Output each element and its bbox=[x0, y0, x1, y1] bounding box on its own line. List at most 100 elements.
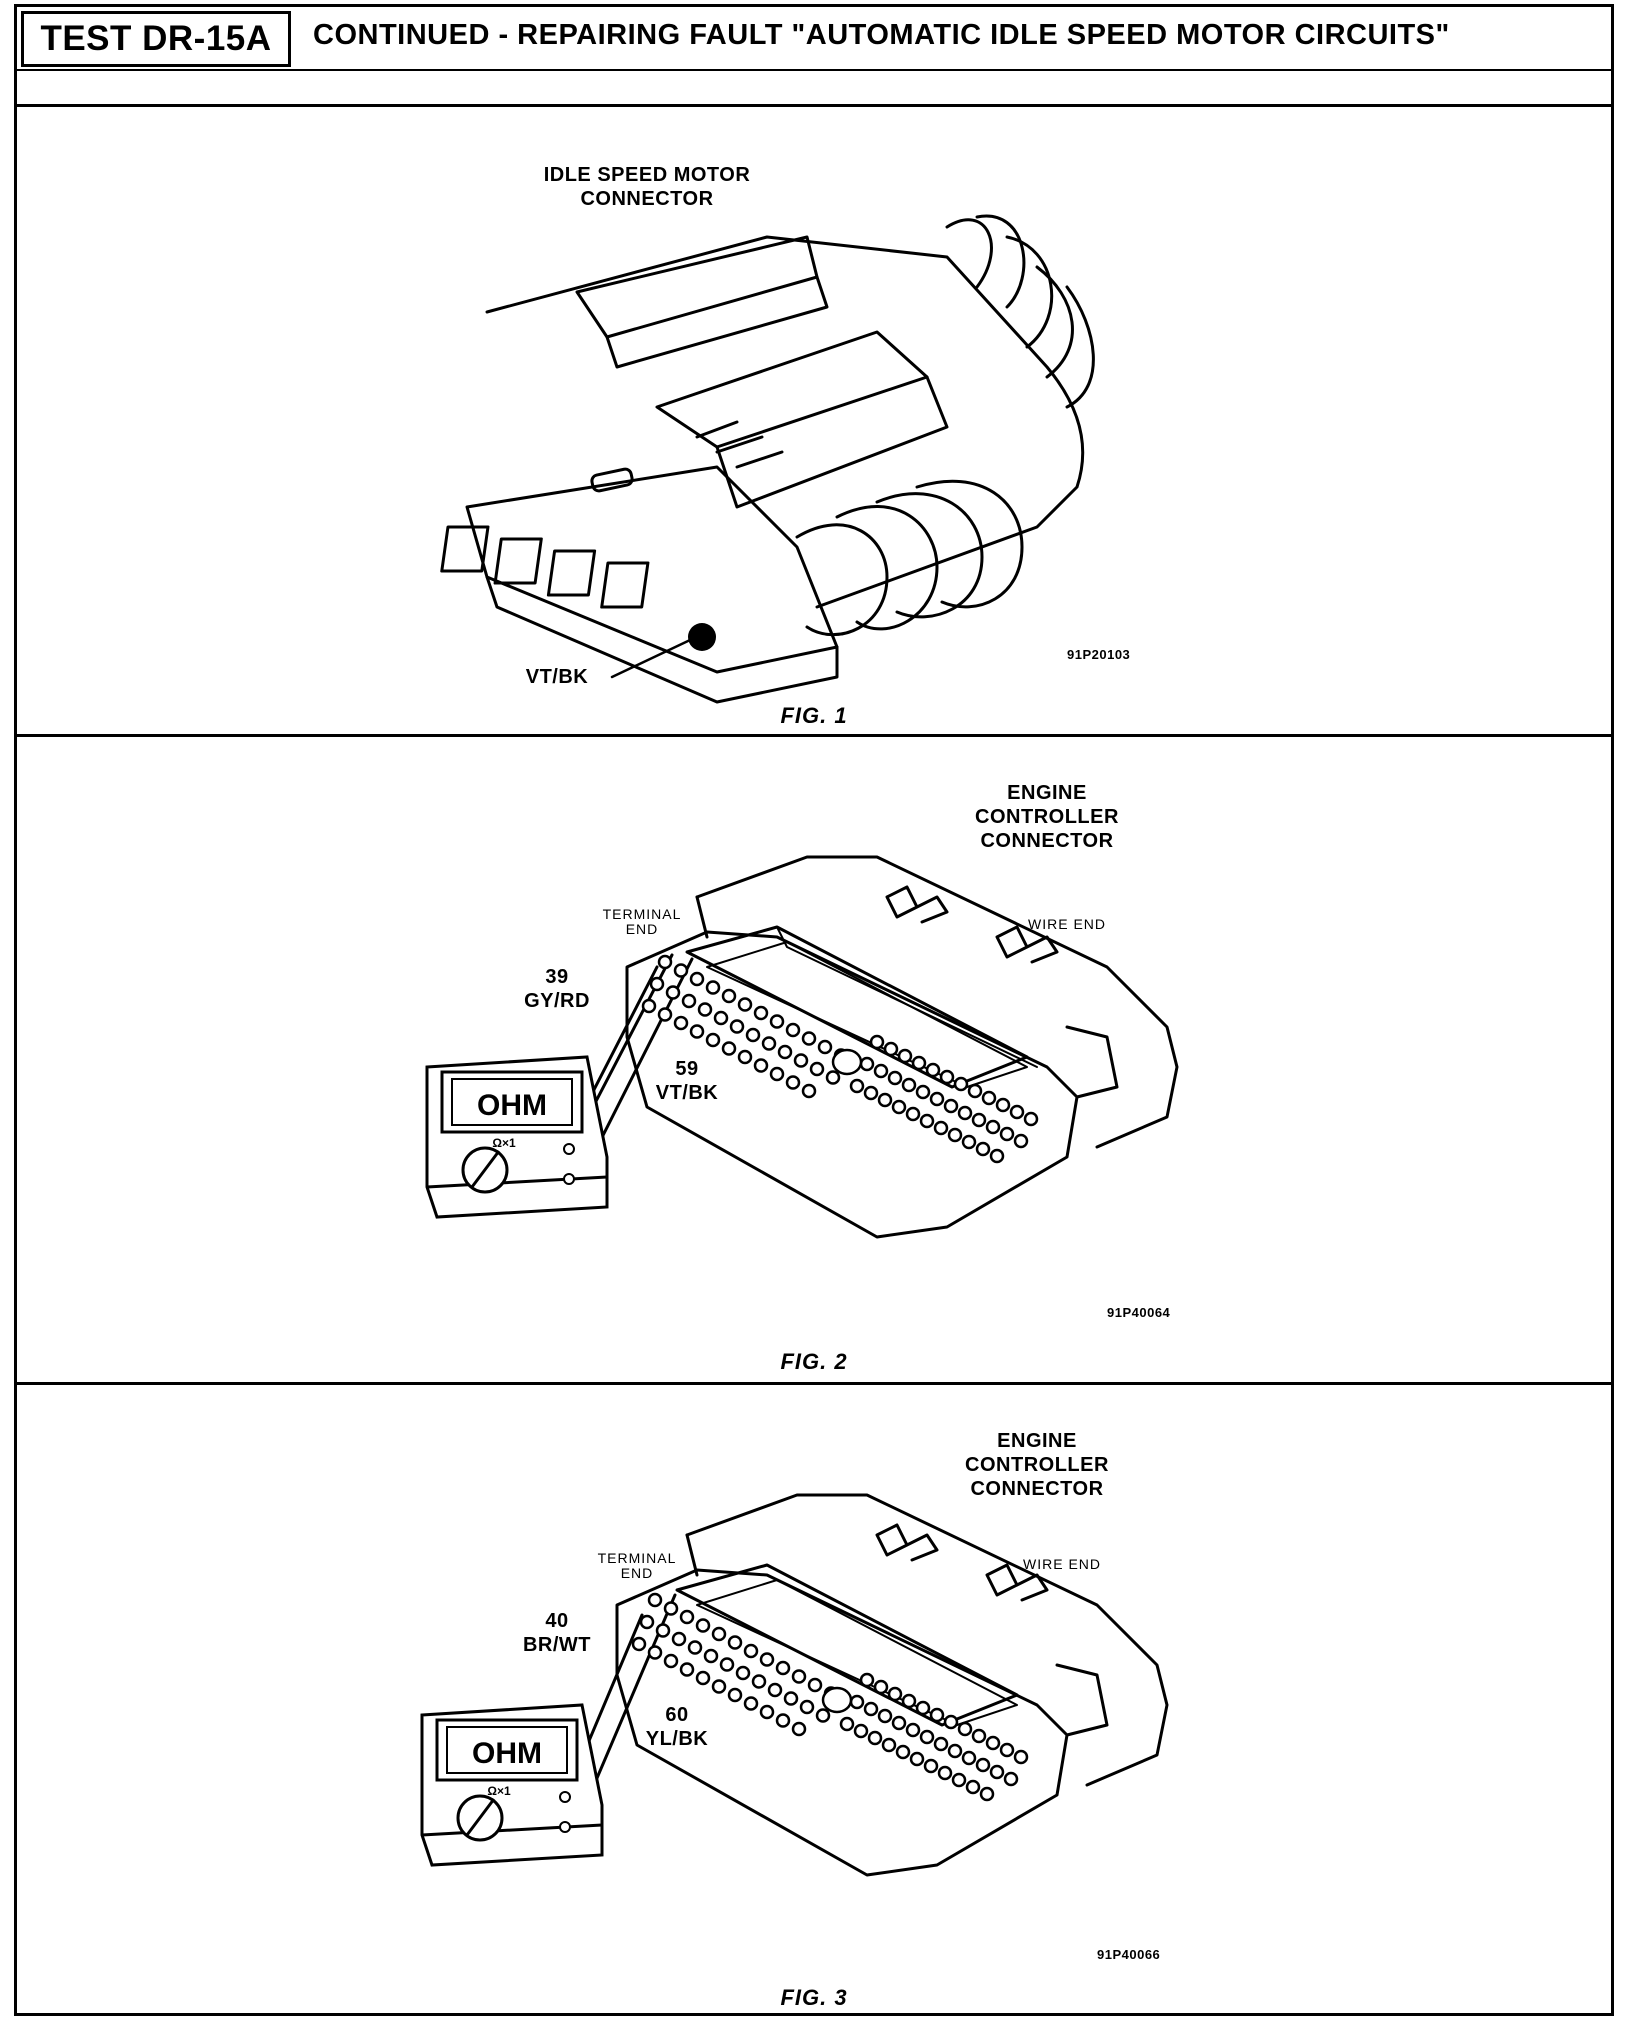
connector-pin bbox=[673, 1015, 689, 1031]
fig3-pin-b-label: 60 YL/BK bbox=[627, 1703, 727, 1751]
connector-pin bbox=[631, 1636, 647, 1652]
connector-pin bbox=[679, 1662, 695, 1677]
fig2-caption: FIG. 2 bbox=[780, 1349, 848, 1374]
connector-pin bbox=[791, 1669, 807, 1684]
connector-pin bbox=[929, 1707, 945, 1723]
connector-pin bbox=[891, 1099, 907, 1115]
connector-pin bbox=[923, 1758, 939, 1774]
connector-pin bbox=[759, 1652, 775, 1667]
connector-pin bbox=[647, 1645, 663, 1660]
connector-pin bbox=[915, 1084, 931, 1100]
connector-pin bbox=[769, 1014, 785, 1029]
fig1-ref-code: 91P20103 bbox=[1067, 647, 1131, 662]
fig2-terminal-end-line2: END bbox=[625, 921, 659, 937]
header-title: CONTINUED - REPAIRING FAULT "AUTOMATIC I… bbox=[313, 19, 1450, 51]
connector-pin bbox=[995, 1097, 1011, 1113]
fig3-meter-range: Ω×1 bbox=[487, 1784, 511, 1798]
fig2-engine-controller-connector-drawing: OHM Ω×1 bbox=[425, 855, 1179, 1239]
connector-pin bbox=[761, 1036, 777, 1051]
connector-pin bbox=[901, 1077, 917, 1093]
connector-pin bbox=[985, 1119, 1001, 1135]
connector-pin bbox=[891, 1715, 907, 1731]
connector-pin bbox=[887, 1070, 903, 1086]
connector-pin bbox=[705, 980, 721, 995]
connector-pin bbox=[753, 1005, 769, 1021]
connector-pin bbox=[873, 1679, 889, 1695]
connector-pin bbox=[737, 997, 753, 1012]
connector-pin bbox=[1013, 1749, 1029, 1765]
connector-pin bbox=[877, 1092, 893, 1108]
connector-pin bbox=[967, 1083, 983, 1099]
connector-pin bbox=[785, 1022, 801, 1038]
connector-pin bbox=[957, 1105, 973, 1121]
fig2-ref-code: 91P40064 bbox=[1107, 1305, 1171, 1320]
fig3-pin-b-color: YL/BK bbox=[645, 1728, 709, 1750]
connector-pin bbox=[919, 1113, 935, 1129]
connector-pin bbox=[729, 1019, 745, 1034]
connector-pin bbox=[877, 1708, 893, 1724]
connector-pin bbox=[743, 1696, 759, 1711]
connector-pin bbox=[825, 1070, 841, 1085]
fig3-label-line1: ENGINE bbox=[997, 1430, 1077, 1452]
connector-pin bbox=[859, 1056, 875, 1072]
fig3-wire-end-label: WIRE END bbox=[1023, 1556, 1101, 1572]
connector-pin bbox=[985, 1735, 1001, 1751]
connector-pin bbox=[961, 1750, 977, 1766]
connector-pin bbox=[689, 971, 705, 987]
connector-pin bbox=[911, 1055, 927, 1071]
connector-pin bbox=[957, 1721, 973, 1737]
connector-pin bbox=[663, 1601, 679, 1616]
connector-pin bbox=[883, 1041, 899, 1057]
connector-pin bbox=[863, 1701, 879, 1717]
connector-pin bbox=[695, 1670, 711, 1686]
test-id-box: TEST DR-15A bbox=[21, 11, 291, 67]
connector-pin bbox=[671, 1631, 687, 1647]
connector-pin bbox=[933, 1736, 949, 1752]
connector-pin bbox=[937, 1765, 953, 1781]
fig3-terminal-end-line1: TERMINAL bbox=[597, 1550, 677, 1566]
connector-pin bbox=[721, 988, 737, 1004]
connector-pin bbox=[767, 1682, 783, 1698]
fig2-multimeter: OHM Ω×1 bbox=[425, 1055, 609, 1219]
connector-pin bbox=[759, 1704, 775, 1720]
fig1-component-label: IDLE SPEED MOTOR CONNECTOR bbox=[497, 163, 797, 211]
fig2-terminal-end-label: TERMINAL END bbox=[587, 907, 697, 937]
connector-pin bbox=[951, 1772, 967, 1788]
connector-pin bbox=[657, 1007, 673, 1022]
connector-pin bbox=[689, 1024, 705, 1039]
connector-pin bbox=[953, 1076, 969, 1092]
connector-pin bbox=[745, 1027, 761, 1043]
fig3-meter-display-text: OHM bbox=[472, 1737, 542, 1770]
connector-pin bbox=[1013, 1133, 1029, 1149]
connector-pin bbox=[939, 1069, 955, 1085]
connector-pin bbox=[791, 1721, 807, 1737]
fig1-vtbk-terminal bbox=[688, 623, 716, 651]
fig3-multimeter: OHM Ω×1 bbox=[420, 1703, 604, 1867]
fig3-label-line2: CONTROLLER bbox=[965, 1454, 1109, 1476]
connector-pin bbox=[673, 963, 689, 978]
connector-pin bbox=[999, 1742, 1015, 1758]
connector-pin bbox=[975, 1757, 991, 1773]
connector-pin bbox=[869, 1034, 885, 1050]
connector-pin bbox=[657, 954, 673, 970]
connector-pin bbox=[665, 985, 681, 1000]
connector-pin bbox=[799, 1699, 815, 1715]
figure-2-panel: ENGINE CONTROLLER CONNECTOR TERMINAL END… bbox=[17, 737, 1611, 1385]
connector-pin bbox=[705, 1032, 721, 1048]
connector-pin bbox=[783, 1691, 799, 1706]
connector-pin bbox=[721, 1041, 737, 1056]
connector-pin bbox=[915, 1700, 931, 1716]
idle-speed-motor-connector-drawing bbox=[440, 214, 1095, 704]
connector-pin bbox=[849, 1078, 865, 1094]
connector-pin bbox=[975, 1141, 991, 1157]
connector-pin bbox=[979, 1786, 995, 1802]
connector-pin bbox=[905, 1106, 921, 1122]
figure-1-panel: IDLE SPEED MOTOR CONNECTOR bbox=[17, 107, 1611, 737]
connector-pin bbox=[647, 1592, 663, 1608]
connector-pin bbox=[815, 1708, 831, 1723]
connector-pin bbox=[943, 1714, 959, 1730]
connector-pin bbox=[735, 1665, 751, 1681]
connector-pin bbox=[909, 1751, 925, 1767]
connector-pin bbox=[649, 976, 665, 992]
connector-pin bbox=[965, 1779, 981, 1795]
